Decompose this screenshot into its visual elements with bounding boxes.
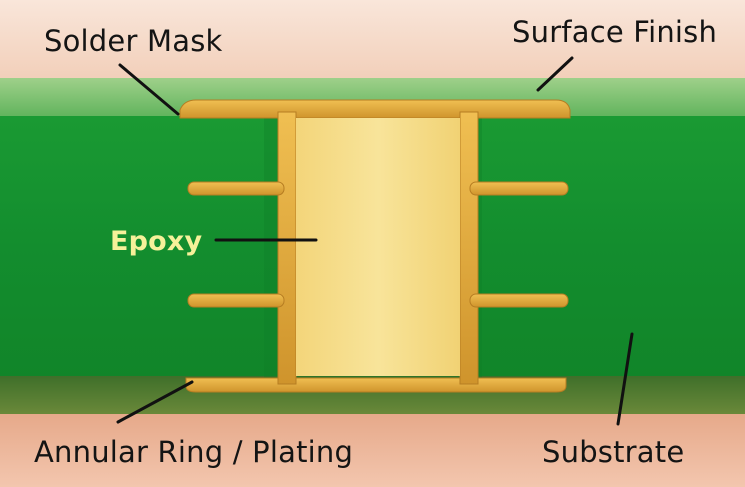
annular-ring-plating-label: Annular Ring / Plating [34, 435, 354, 469]
background-bottom [0, 414, 745, 487]
epoxy-fill [296, 118, 460, 376]
surface-finish-label: Surface Finish [512, 15, 718, 49]
substrate-label: Substrate [542, 435, 685, 469]
callout-surface-finish [536, 56, 574, 92]
callout-annular-ring [116, 380, 194, 424]
epoxy-label: Epoxy [110, 226, 203, 257]
solder-mask-label: Solder Mask [44, 24, 223, 58]
background-top [0, 0, 745, 90]
callout-substrate [616, 332, 634, 426]
copper-plating [179, 99, 571, 393]
callout-lines [116, 56, 634, 426]
callout-solder-mask [118, 63, 180, 116]
